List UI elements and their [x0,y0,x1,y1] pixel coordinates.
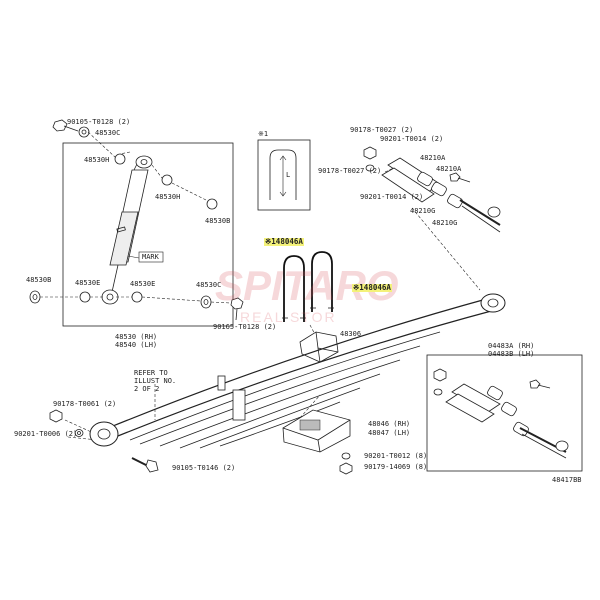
washer-48530b-right [206,198,218,210]
bushing-48530e-left [79,291,91,303]
washer-48530c-mid-inner [203,299,209,305]
watermark-sub: REAL STOR [240,309,337,325]
washer-48530b-left [29,290,41,304]
u-bolt-48046a-left [282,255,306,322]
spring-seat-48306 [299,331,339,363]
u-bolt-48046a-right [310,251,334,312]
part-label-48530b-left: 48530B [26,276,52,284]
mark-tag [127,251,164,263]
part-label-90105-t0128-top: 90105-T0128 (2) [67,118,131,126]
diagram-id: 48417BB [552,476,582,484]
nut-90105-top [52,119,79,132]
shock-absorber-frame [62,142,234,327]
refer-note-line-2: ILLUST NO. [134,377,177,385]
washer-48530c-top-inner [81,129,87,135]
washer-90201-t0006 [74,429,84,437]
part-label-48530h-2: 48530H [155,193,181,201]
part-label-48306: 48306 [340,330,362,338]
part-label-48047-lh: 48047 (LH) [368,429,411,437]
part-label-90178-t0061: 90178-T0061 (2) [53,400,117,408]
part-label-48046a-2: ※148046A [352,283,392,292]
part-label-48530e-right: 48530E [130,280,156,288]
part-label-90201-t0006: 90201-T0006 (2) [14,430,78,438]
part-label-48210a-1: 48210A [420,154,446,162]
part-label-90105-t0146: 90105-T0146 (2) [172,464,236,472]
part-label-48530c-top: 48530C [95,129,121,137]
part-label-90201-t0012: 90201-T0012 (8) [364,452,428,460]
washer-48530c-mid [200,295,212,309]
bushing-48530e-right [131,291,143,303]
part-label-48530c-mid: 48530C [196,281,222,289]
inset-ubolt-dimension-box [257,139,311,211]
part-label-04483b-lh: 04483B (LH) [488,350,535,358]
inset-ubolt [269,149,297,200]
part-label-48210g-2: 48210G [432,219,458,227]
washer-48530b-left-inner [32,294,38,300]
shackle-kit-frame [426,354,583,472]
mark-tag-label: MARK [142,253,159,261]
part-label-90178-t0027-b: 90178-T0027 (2) [318,167,382,175]
nuts-90201-90179 [339,452,353,475]
part-label-90201-t0014-b: 90201-T0014 (2) [360,193,424,201]
part-label-90201-t0014-a: 90201-T0014 (2) [380,135,444,143]
part-label-48540-lh: 48540 (LH) [115,341,158,349]
refer-note-line-3: 2 OF 2 [134,385,160,393]
part-label-48210a-2: 48210A [436,165,462,173]
part-label-90178-t0027-a: 90178-T0027 (2) [350,126,414,134]
part-label-48046-rh: 48046 (RH) [368,420,411,428]
part-label-48210g-1: 48210G [410,207,436,215]
spring-pad-48046 [282,409,351,453]
bushing-48530h-top [114,153,126,165]
part-label-90165-t0128-mid: 90165-T0128 (2) [213,323,277,331]
part-label-48530-rh: 48530 (RH) [115,333,158,341]
part-label-48530h-1: 48530H [84,156,110,164]
part-label-48530e-left: 48530E [75,279,101,287]
part-label-48046a-1: ※148046A [264,237,304,246]
shackle-kit-04483 [433,368,569,459]
washer-48530c-top [78,126,90,138]
refer-note-line-1: REFER TO [134,369,168,377]
inset-note-mark: ※1 [258,130,269,138]
center-bolt-90105-t0146 [131,457,159,473]
leaf-spring [89,293,506,449]
part-label-48530b-right: 48530B [205,217,231,225]
inset-dim-label: L [286,171,291,179]
nut-90178-t0061 [49,409,63,423]
shackle-assembly-48210 [363,146,501,233]
bolt-90165-mid [230,297,244,321]
part-label-04483a-rh: 04483A (RH) [488,342,535,350]
part-label-90179-14069: 90179-14069 (8) [364,463,428,471]
bushing-48530h-right [161,174,173,186]
